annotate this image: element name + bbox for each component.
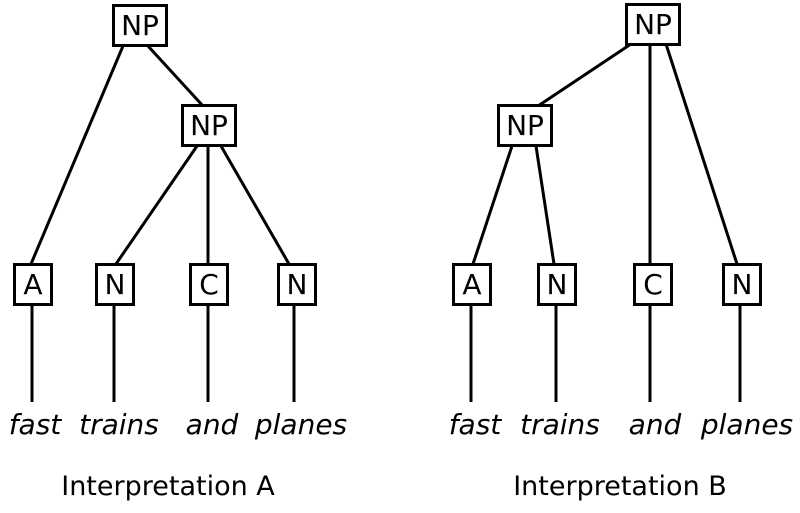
tree-a-leaf-c-node: C — [189, 263, 229, 306]
tree-b-edge-np-to-a — [471, 145, 514, 265]
tree-a-word-and: and — [185, 408, 239, 441]
tree-a-edge-np-to-n1 — [114, 145, 199, 265]
tree-b-leaf-n2-node: N — [722, 263, 762, 306]
tree-b-root-np-node: NP — [625, 3, 681, 46]
tree-b-word-and: and — [628, 408, 682, 441]
tree-b-edge-root-to-n2 — [664, 43, 739, 265]
tree-a-leaf-n2-node: N — [277, 263, 317, 306]
tree-a-word-trains: trains — [79, 408, 159, 441]
tree-b-leaf-c-node: C — [633, 263, 673, 306]
tree-b-leaf-n1-node: N — [537, 263, 577, 306]
tree-a-leaf-a-node: A — [13, 263, 53, 306]
tree-a-edge-root-to-a — [29, 45, 125, 265]
tree-a-inner-np-node: NP — [181, 104, 237, 147]
tree-a-leaf-n1-node: N — [95, 263, 135, 306]
tree-a-word-planes: planes — [254, 408, 348, 441]
tree-a-root-np-node: NP — [112, 4, 168, 47]
tree-a-caption: Interpretation A — [61, 471, 275, 502]
tree-a-edge-np-to-n2 — [219, 145, 291, 265]
tree-a-word-fast: fast — [8, 408, 62, 441]
tree-a-edge-root-to-np — [146, 44, 205, 108]
tree-b-leaf-a-node: A — [452, 263, 492, 306]
tree-b-edge-root-to-np — [537, 42, 632, 108]
tree-b-edge-np-to-n1 — [534, 145, 556, 265]
tree-b-caption: Interpretation B — [513, 471, 727, 502]
tree-b-inner-np-node: NP — [497, 104, 553, 147]
tree-b-word-trains: trains — [520, 408, 600, 441]
tree-b-word-fast: fast — [448, 408, 502, 441]
tree-b-word-planes: planes — [700, 408, 794, 441]
